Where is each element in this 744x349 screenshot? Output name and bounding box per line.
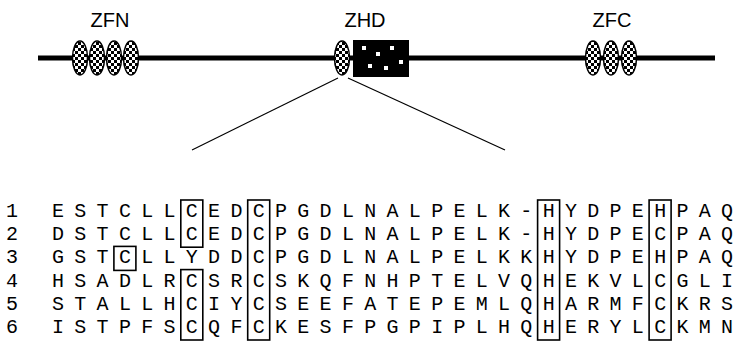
zoom-line bbox=[348, 78, 505, 150]
zinc-finger-oval bbox=[622, 41, 637, 75]
box-mark bbox=[376, 52, 380, 56]
domain-label: ZFC bbox=[593, 8, 632, 32]
row-number: 1 bbox=[6, 200, 18, 224]
homeodomain-box bbox=[353, 40, 409, 77]
zinc-finger-oval bbox=[73, 41, 88, 75]
row-number: 6 bbox=[6, 316, 18, 340]
zinc-finger-oval bbox=[335, 41, 350, 75]
box-mark bbox=[368, 64, 372, 68]
zinc-homeodomain bbox=[335, 40, 410, 77]
sequence-row: HSADLRCSRCSKQFNHPTELVQHEKVLCGLI bbox=[52, 270, 743, 294]
domain-label: ZFN bbox=[91, 8, 130, 32]
box-mark bbox=[390, 46, 394, 50]
zoom-line bbox=[192, 78, 338, 150]
row-number: 2 bbox=[6, 223, 18, 247]
box-mark bbox=[384, 66, 388, 70]
zinc-finger-c bbox=[586, 41, 637, 75]
sequence-row: ESTCLLCEDCPGDLNALPELK-HYDPEHPAQ bbox=[52, 200, 743, 224]
box-mark bbox=[399, 60, 403, 64]
sequence-row: DSTCLLCEDCPGDLNALPELK-HYDPECPAQ bbox=[52, 223, 743, 247]
zinc-finger-oval bbox=[586, 41, 601, 75]
zinc-finger-oval bbox=[90, 41, 105, 75]
box-mark bbox=[362, 46, 366, 50]
row-number: 3 bbox=[6, 246, 18, 270]
sequence-row: ISTPFSCQFCKESFPGPIPLHQHERYLCKMN bbox=[52, 316, 743, 340]
sequence-row: GSTCLLYDDCPGDLNALPELKKHYDPEHPAQ bbox=[52, 246, 743, 270]
row-number: 4 bbox=[6, 270, 18, 294]
zinc-finger-n bbox=[73, 41, 139, 75]
domain-label: ZHD bbox=[344, 8, 385, 32]
zinc-finger-oval bbox=[107, 41, 122, 75]
sequence-row: STALLHCIYCSEEFATEPEMLQHARMFCKRS bbox=[52, 293, 743, 317]
zinc-finger-oval bbox=[124, 41, 139, 75]
row-number: 5 bbox=[6, 293, 18, 317]
zinc-finger-oval bbox=[604, 41, 619, 75]
